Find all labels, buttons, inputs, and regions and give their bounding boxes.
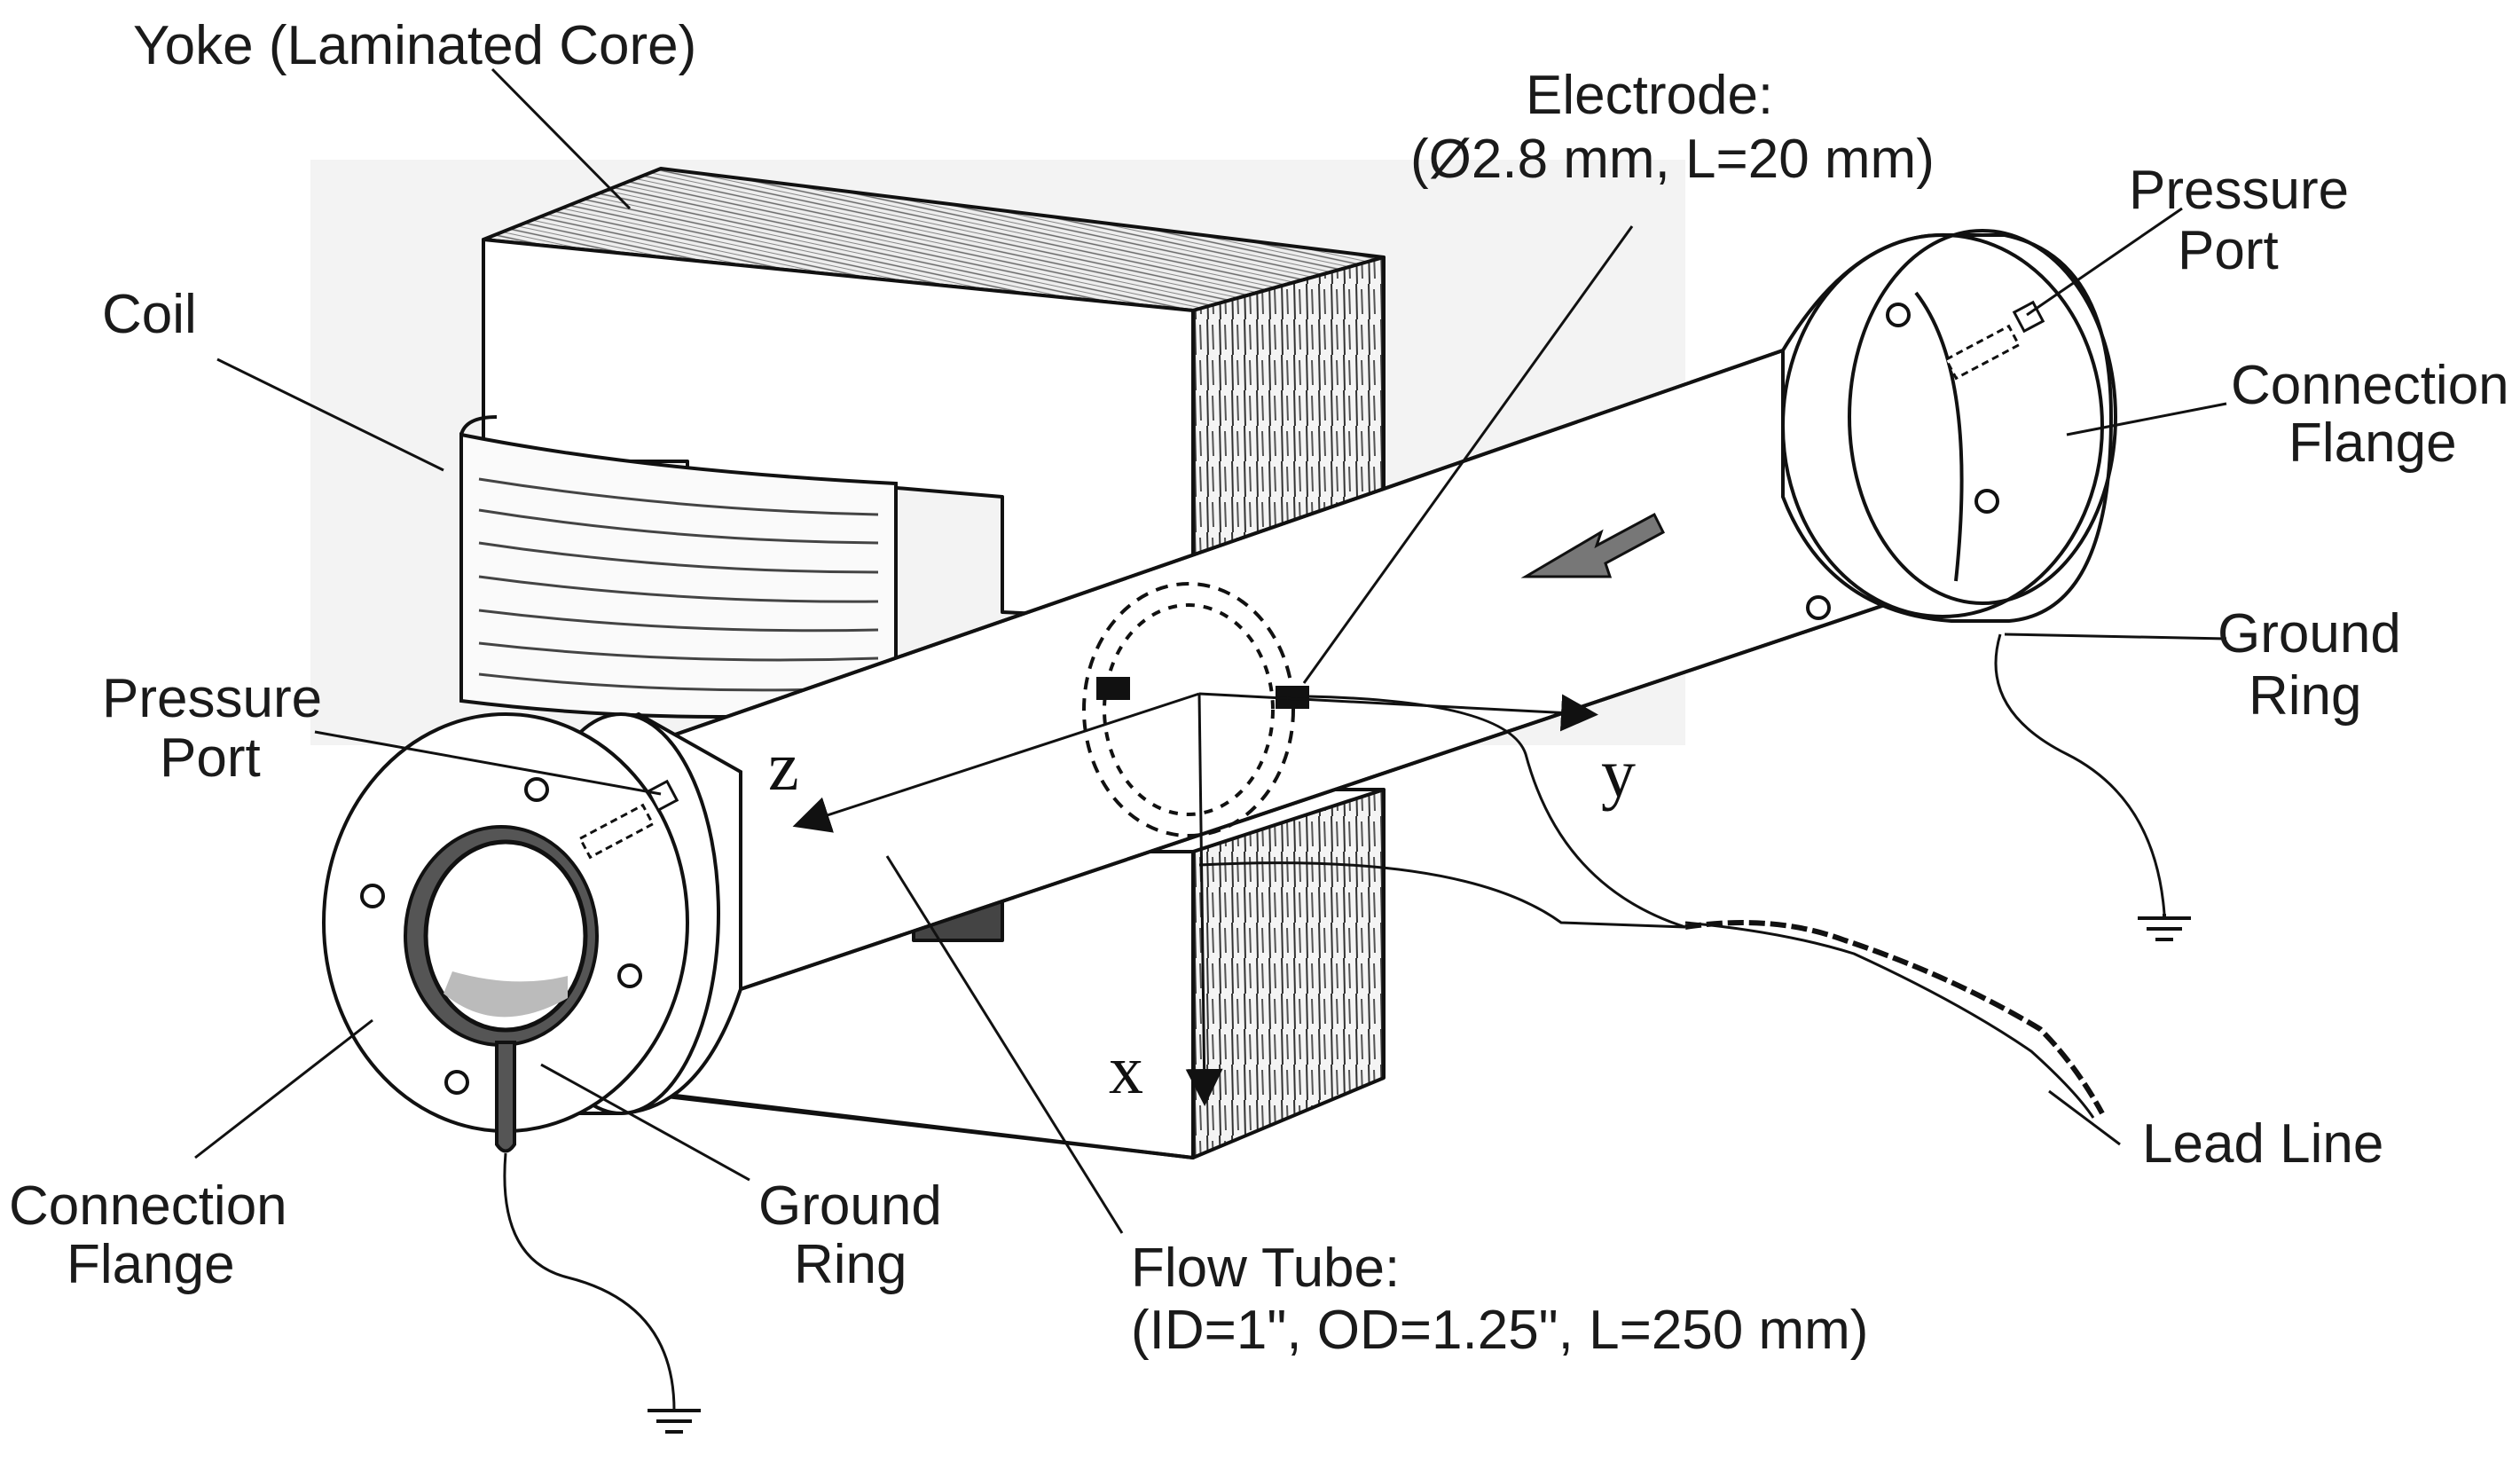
- bolt-hole: [444, 1070, 469, 1095]
- label-coil: Coil: [102, 284, 197, 345]
- coil-windings: [478, 477, 879, 692]
- yoke-side-lower: [1191, 788, 1386, 1159]
- label-lead-line: Lead Line: [2142, 1113, 2383, 1175]
- bolt-hole: [1886, 303, 1911, 327]
- ground-symbol-right: [2138, 914, 2191, 941]
- z-axis-label: z: [768, 727, 799, 805]
- yoke-bottom-edge: [638, 1089, 1194, 1159]
- label-pressure-port-left-2: Port: [160, 727, 261, 789]
- z-axis-arrow: [792, 692, 1200, 833]
- x-axis-label: x: [1109, 1031, 1143, 1108]
- lead-line: [503, 633, 2166, 1411]
- label-ground-ring-right-1: Ground: [2218, 603, 2401, 664]
- electrode-section: [1082, 582, 1309, 837]
- electrode-wire-right: [1307, 695, 1686, 929]
- electrode-wire-bottom: [1198, 861, 1686, 929]
- coordinate-axes: [792, 692, 1598, 1106]
- label-ground-ring-right-2: Ring: [2249, 665, 2362, 727]
- label-connection-flange-left-1: Connection: [9, 1175, 287, 1237]
- label-pressure-port-right-1: Pressure: [2129, 160, 2349, 221]
- bolt-hole: [524, 777, 549, 802]
- connection-flange-left: [322, 711, 742, 1153]
- ground-wire-left: [503, 1152, 676, 1411]
- label-pressure-port-right-2: Port: [2178, 220, 2279, 281]
- label-pressure-port-left-1: Pressure: [102, 668, 322, 729]
- label-electrode-spec: (Ø2.8 mm, L=20 mm): [1410, 129, 1935, 190]
- x-axis-arrow: [1185, 693, 1223, 1106]
- bolt-hole: [1806, 595, 1831, 620]
- flange-right-face: [1781, 233, 2104, 618]
- label-connection-flange-left-2: Flange: [67, 1234, 235, 1295]
- label-ground-ring-left-2: Ring: [794, 1234, 907, 1295]
- connection-flange-right: [1781, 229, 2117, 623]
- ground-ring-left: [404, 825, 599, 1153]
- ground-wire-right: [1994, 633, 2166, 915]
- label-flow-tube-title: Flow Tube:: [1131, 1238, 1400, 1299]
- label-electrode-title: Electrode:: [1526, 65, 1773, 126]
- coil: [459, 415, 898, 719]
- label-connection-flange-right-2: Flange: [2288, 413, 2457, 474]
- y-axis-arrow: [1198, 692, 1598, 732]
- bolt-hole: [1974, 489, 1999, 514]
- label-flow-tube-spec: (ID=1", OD=1.25", L=250 mm): [1131, 1300, 1868, 1361]
- y-axis-label: y: [1601, 735, 1636, 812]
- electrode-left: [1096, 677, 1130, 700]
- pressure-port-left: [578, 779, 679, 860]
- electrode-ring-inner: [1103, 603, 1275, 816]
- leader-lines: [194, 67, 2227, 1234]
- label-ground-ring-left-1: Ground: [758, 1175, 942, 1237]
- label-yoke: Yoke (Laminated Core): [133, 15, 696, 76]
- electrode-ring-outer: [1082, 582, 1295, 837]
- bolt-hole: [617, 963, 642, 988]
- label-connection-flange-right-1: Connection: [2231, 355, 2509, 416]
- ground-symbol-left: [648, 1409, 701, 1434]
- twisted-pair: [1684, 920, 2105, 1115]
- flow-direction-arrow: [1520, 512, 1665, 578]
- bolt-hole: [360, 884, 385, 908]
